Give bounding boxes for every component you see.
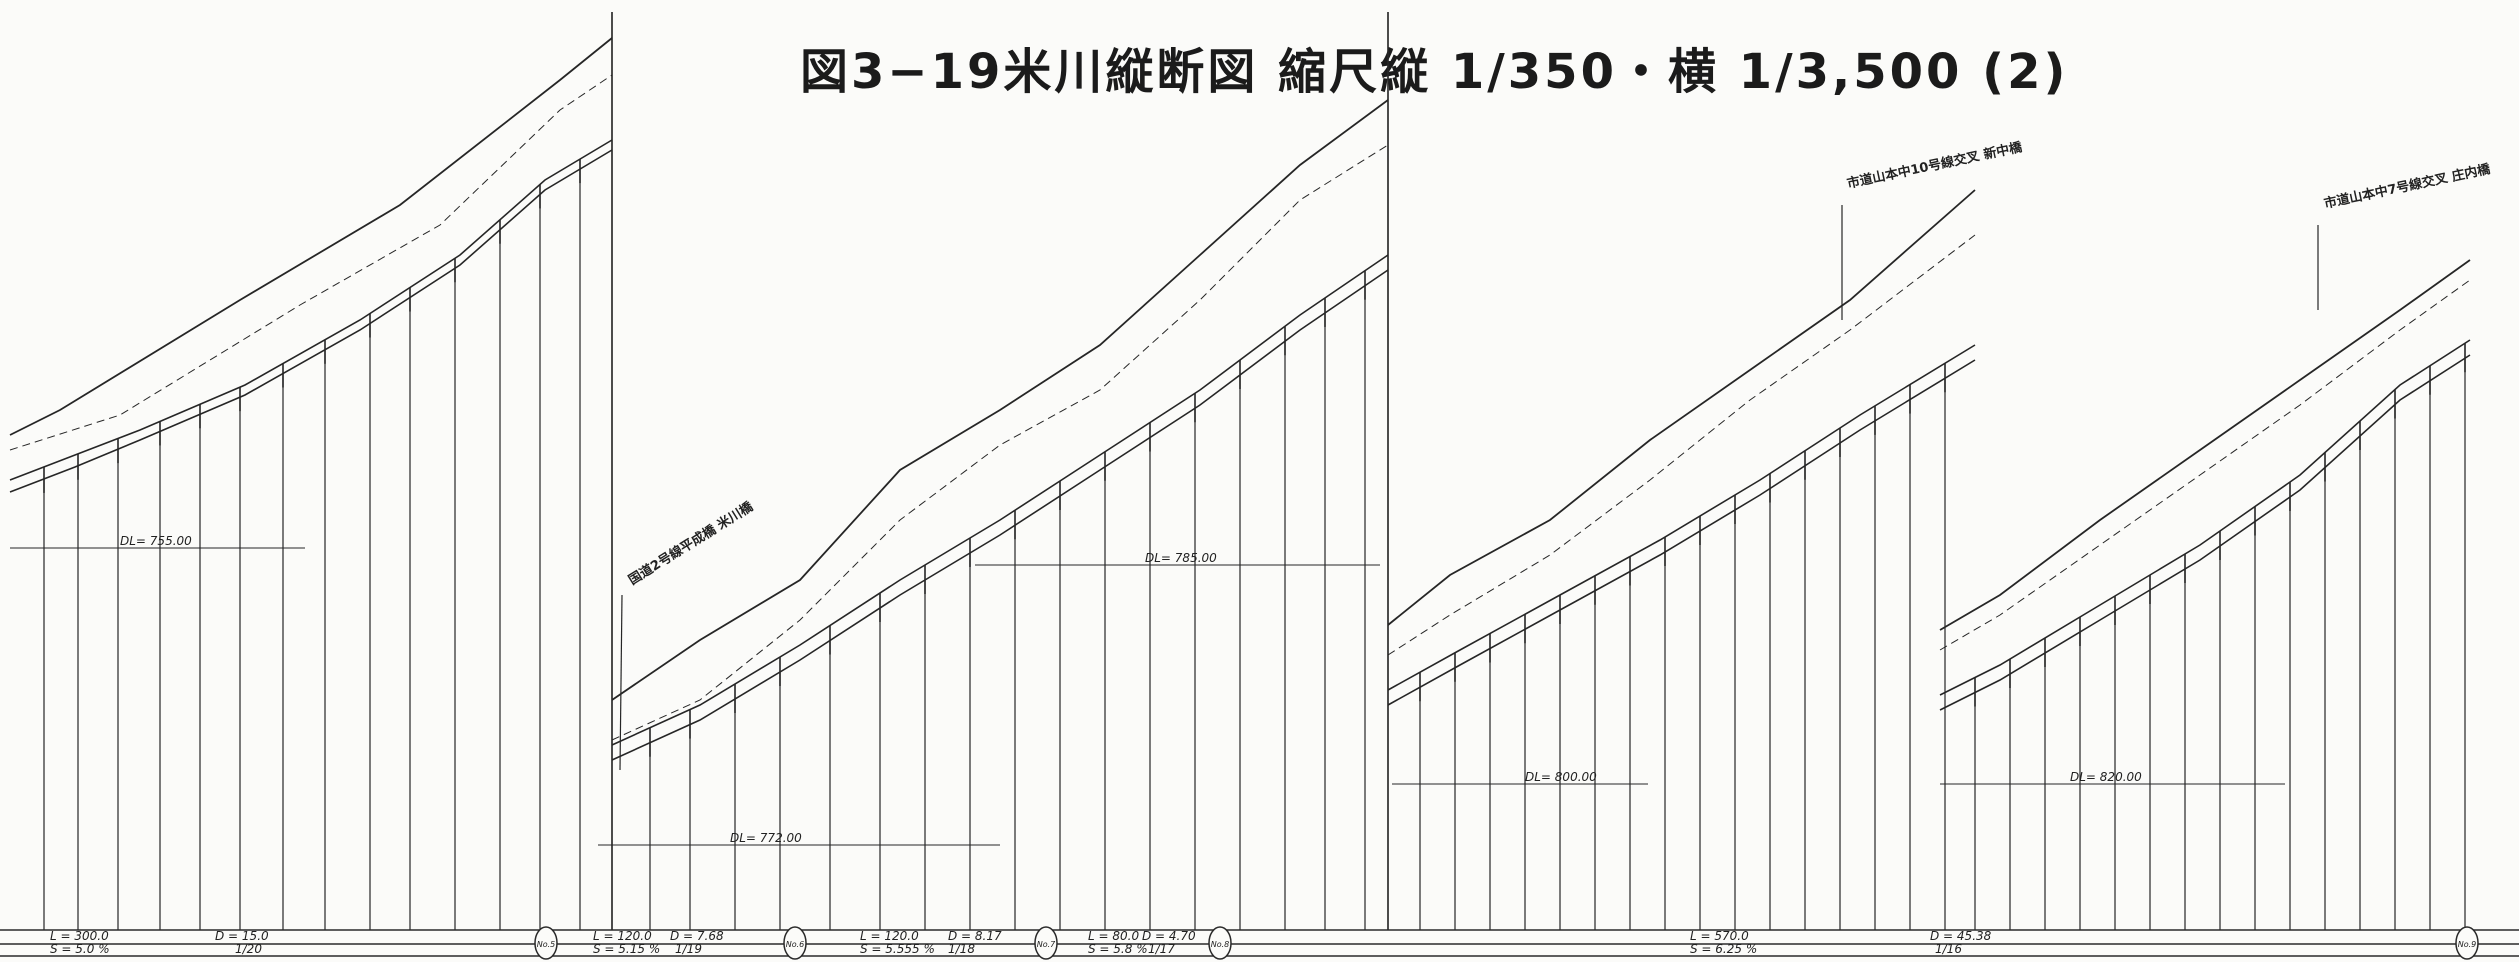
segment-2-slope: S = 5.15 % xyxy=(593,942,660,956)
profile-panels xyxy=(9,12,2471,930)
bridge-callout-3: 市道山本中7号線交叉 庄内橋 xyxy=(2317,161,2493,310)
station-mark-5-label: No.9 xyxy=(2458,940,2477,949)
bank-line xyxy=(9,74,613,451)
datum-label-1: DL= 755.00 xyxy=(120,534,192,548)
riverbed-line xyxy=(1939,354,2471,711)
station-mark-2: No.6 xyxy=(783,926,807,960)
profile-panel-3 xyxy=(1387,12,1976,930)
drawing-title: 図3−19米川縦断図 縮尺縦 1/350・横 1/3,500 (2) xyxy=(800,44,2069,100)
ground-line xyxy=(611,99,1389,701)
segment-1-ratio: 1/20 xyxy=(235,942,262,956)
station-mark-2-label: No.6 xyxy=(786,940,805,949)
segment-4-drop: D = 4.70 xyxy=(1142,929,1196,943)
segment-2-ratio: 1/19 xyxy=(675,942,702,956)
bridge-leader xyxy=(619,594,623,771)
ground-line xyxy=(9,37,613,436)
levee-line xyxy=(611,254,1389,746)
segment-4-ratio: 1/17 xyxy=(1148,942,1175,956)
ground-line xyxy=(1387,189,1976,626)
levee-line xyxy=(9,139,613,481)
station-mark-1-label: No.5 xyxy=(537,940,556,949)
bank-line xyxy=(1939,279,2471,651)
station-marks: No.5 No.6 No.7 No.8 No.9 xyxy=(534,926,2479,960)
datum-label-2: DL= 772.00 xyxy=(730,831,802,845)
riverbed-line xyxy=(9,149,613,493)
segment-1-slope: S = 5.0 % xyxy=(50,942,110,956)
datum-label-4: DL= 800.00 xyxy=(1525,770,1597,784)
station-mark-3-label: No.7 xyxy=(1037,940,1056,949)
segment-4-length: L = 80.0 xyxy=(1088,929,1139,943)
segment-3-length: L = 120.0 xyxy=(860,929,919,943)
riverbed-line xyxy=(1387,359,1976,706)
bridge-label: 市道山本中7号線交叉 庄内橋 xyxy=(2323,161,2493,212)
station-mark-5: No.9 xyxy=(2455,926,2479,960)
bank-line xyxy=(1387,234,1976,656)
station-mark-3: No.7 xyxy=(1034,926,1058,960)
levee-line xyxy=(1387,344,1976,691)
bottom-values: L = 300.0 S = 5.0 % D = 15.0 1/20 L = 12… xyxy=(50,929,1992,956)
segment-5-length: L = 570.0 xyxy=(1690,929,1749,943)
station-mark-4-label: No.8 xyxy=(1211,940,1230,949)
segment-1-drop: D = 15.0 xyxy=(215,929,269,943)
datum-label-5: DL= 820.00 xyxy=(2070,770,2142,784)
segment-3-drop: D = 8.17 xyxy=(948,929,1002,943)
segment-3-slope: S = 5.555 % xyxy=(860,942,935,956)
segment-4-slope: S = 5.8 % xyxy=(1088,942,1148,956)
segment-5-slope: S = 6.25 % xyxy=(1690,942,1757,956)
bank-line xyxy=(611,144,1389,741)
profile-panel-1 xyxy=(9,12,613,930)
bridge-callout-1: 国道2号線平成橋 米川橋 xyxy=(619,498,757,771)
bridge-label: 国道2号線平成橋 米川橋 xyxy=(626,498,757,588)
riverbed-line xyxy=(611,269,1389,761)
segment-2-drop: D = 7.68 xyxy=(670,929,724,943)
bridge-label: 市道山本中10号線交叉 新中橋 xyxy=(1846,139,2025,192)
station-mark-1: No.5 xyxy=(534,926,558,960)
datum-label-3: DL= 785.00 xyxy=(1145,551,1217,565)
bottom-table xyxy=(0,929,2519,957)
levee-line xyxy=(1939,339,2471,696)
profile-panel-4 xyxy=(1939,259,2471,930)
ground-line xyxy=(1939,259,2471,631)
profile-panel-2 xyxy=(598,12,1389,930)
segment-2-length: L = 120.0 xyxy=(593,929,652,943)
segment-5-ratio: 1/16 xyxy=(1935,942,1962,956)
bridge-callout-2: 市道山本中10号線交叉 新中橋 xyxy=(1841,139,2025,320)
station-mark-4: No.8 xyxy=(1208,926,1232,960)
segment-5-drop: D = 45.38 xyxy=(1930,929,1992,943)
segment-1-length: L = 300.0 xyxy=(50,929,109,943)
segment-3-ratio: 1/18 xyxy=(948,942,975,956)
